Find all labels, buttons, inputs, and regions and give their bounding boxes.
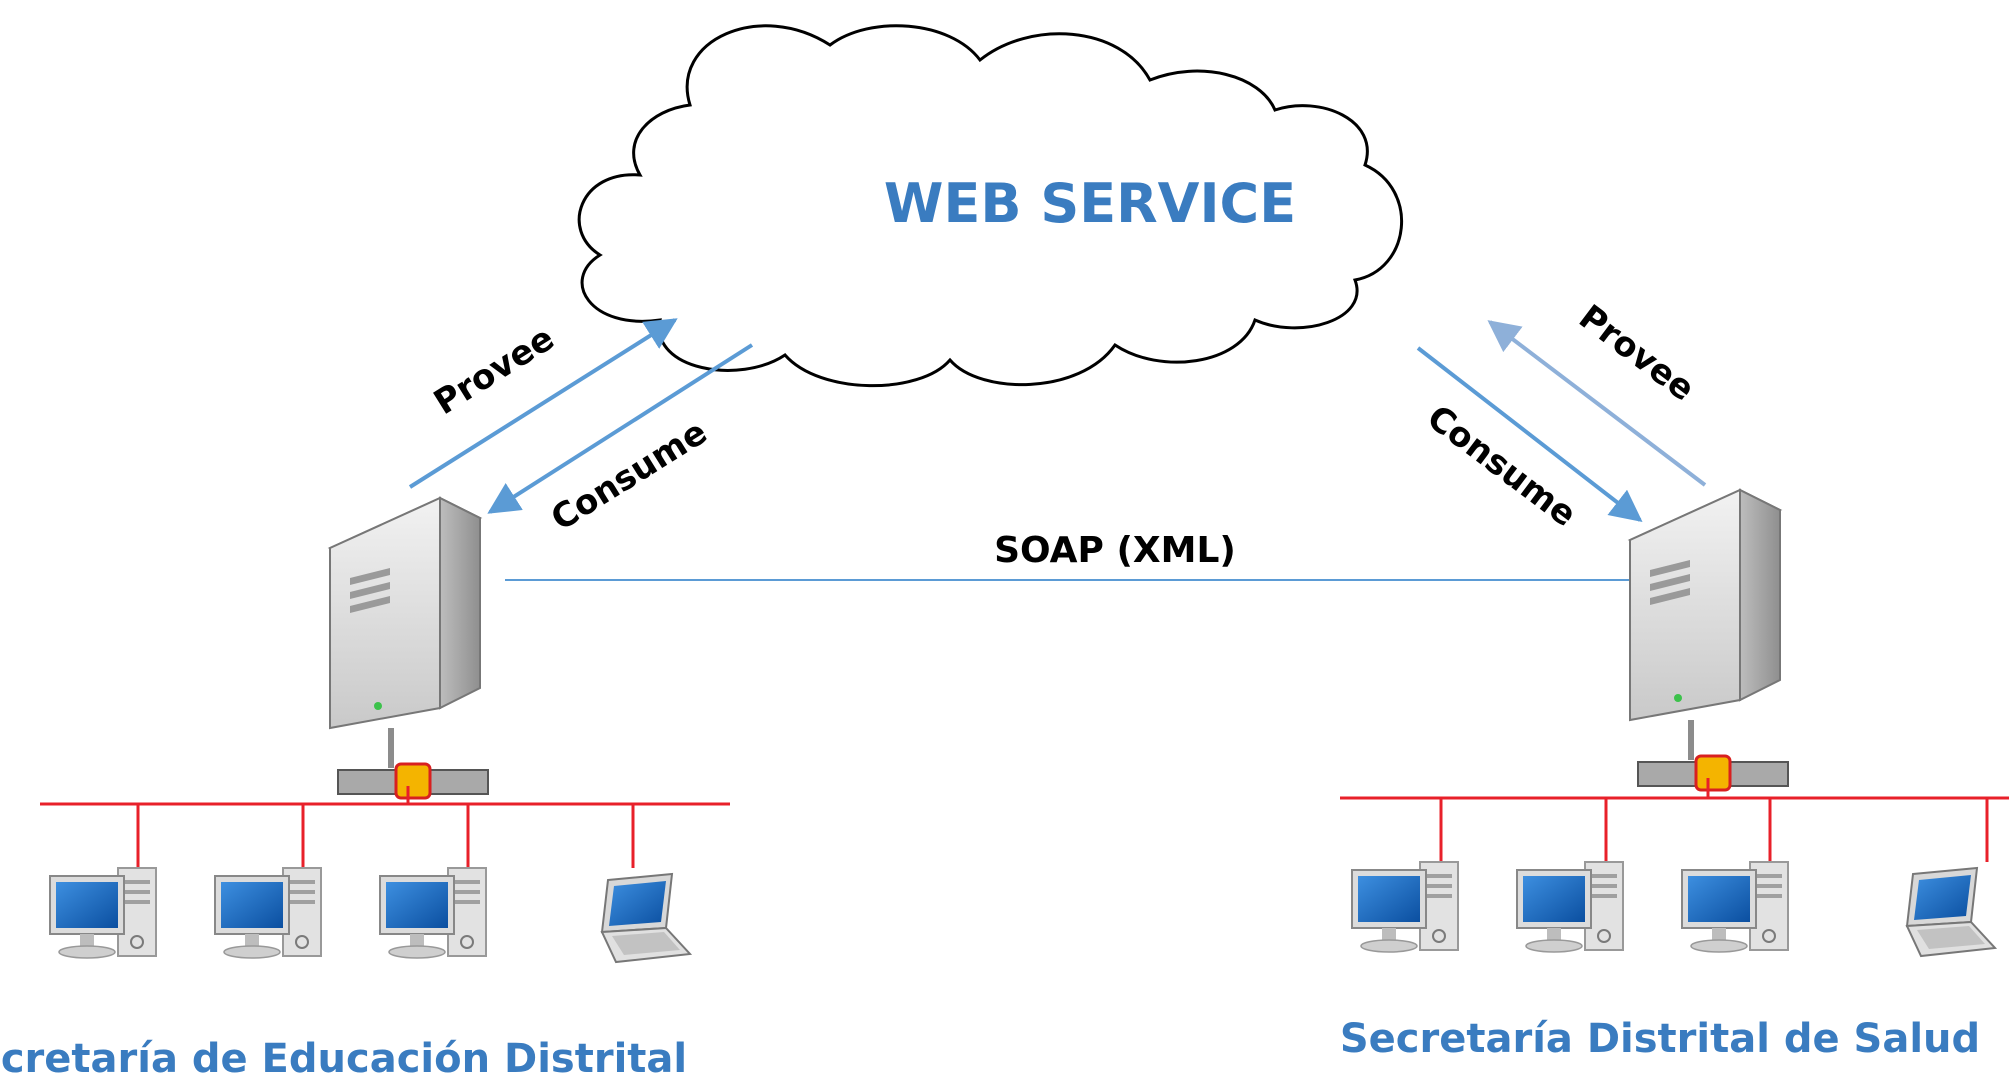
server-icon-left (328, 496, 490, 800)
right-consumes-label: Consume (1420, 397, 1584, 535)
desktop-computer-icon (379, 867, 487, 959)
desktop-computer-icon (214, 867, 322, 959)
desktop-computer-icon (49, 867, 157, 959)
left-organization-label: Secretaría de Educación Distrital (0, 1036, 687, 1075)
desktop-computer-icon (1681, 861, 1789, 953)
left-consumes-label: Consume (544, 412, 714, 539)
right-organization-label: Secretaría Distrital de Salud (1340, 1016, 1980, 1062)
left-provides-arrow (408, 318, 678, 489)
left-consumes-arrow (487, 343, 754, 514)
right-network-bus (1340, 778, 2009, 862)
left-provides-label: Provee (427, 318, 561, 423)
right-consumes-arrow (1416, 346, 1643, 522)
laptop-icon (601, 873, 691, 963)
desktop-computer-icon (1516, 861, 1624, 953)
desktop-computer-icon (1351, 861, 1459, 953)
laptop-icon (1906, 867, 1996, 957)
left-network-bus (40, 786, 730, 868)
cloud-title: WEB SERVICE (884, 172, 1296, 235)
right-provides-label: Provee (1571, 297, 1702, 409)
server-icon-right (1628, 488, 1790, 792)
right-provides-arrow (1487, 320, 1707, 487)
soap-label: SOAP (XML) (994, 530, 1236, 571)
cloud-icon (577, 24, 1404, 388)
